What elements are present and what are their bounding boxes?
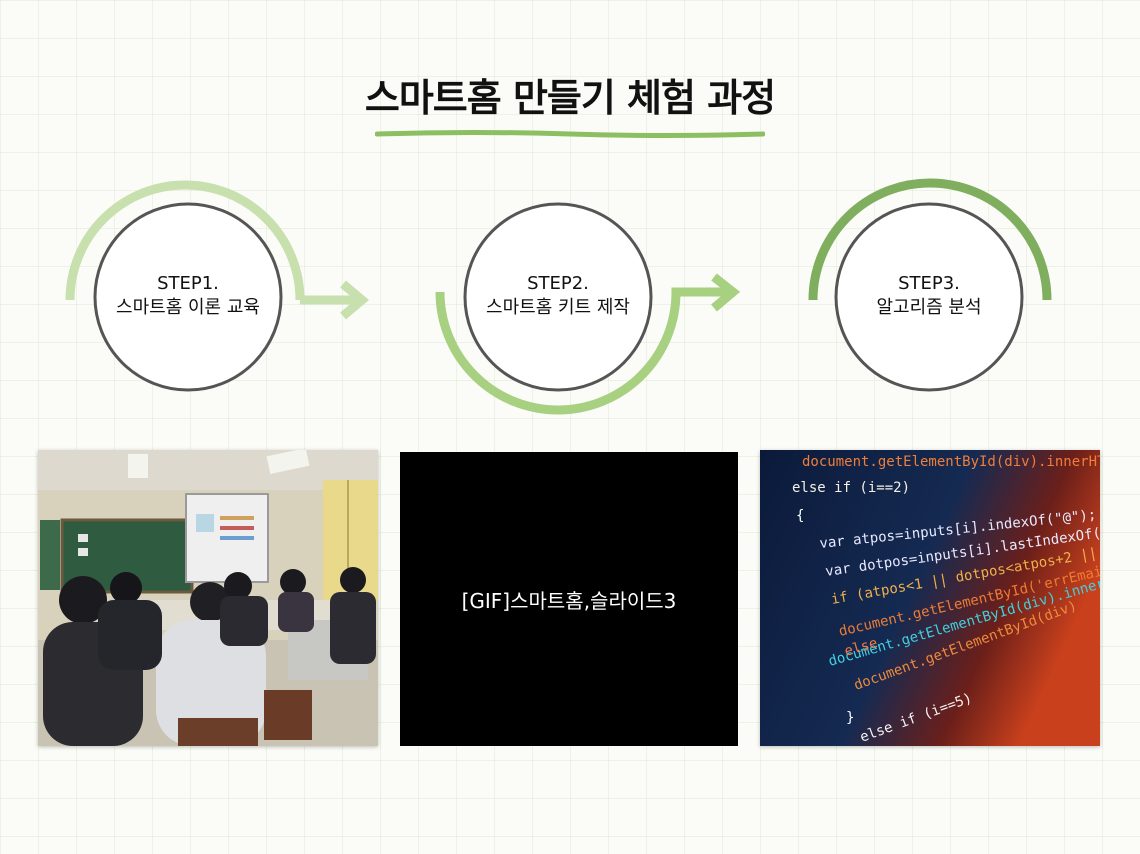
- step2-arrow: [671, 273, 741, 312]
- step2-arc: [435, 291, 681, 415]
- step3-circle: [834, 202, 1024, 392]
- code-line-2: else if (i==2): [792, 480, 910, 496]
- step1-arrow: [300, 280, 369, 320]
- step1-circle: [93, 202, 283, 392]
- step3-label: STEP3.: [898, 273, 960, 294]
- code-line-3: {: [796, 508, 804, 524]
- step1-label: STEP1.: [157, 273, 219, 294]
- step3-name: 알고리즘 분석: [876, 297, 982, 318]
- step3-text: STEP3. 알고리즘 분석: [839, 272, 1019, 320]
- step2-name: 스마트홈 키트 제작: [486, 297, 630, 318]
- step2-circle: [463, 202, 653, 392]
- step2-label: STEP2.: [527, 273, 589, 294]
- code-image: document.getElementById(div).innerHTML e…: [760, 450, 1100, 746]
- step1-arc: [65, 180, 305, 301]
- step1-name: 스마트홈 이론 교육: [116, 297, 260, 318]
- page-title: 스마트홈 만들기 체험 과정: [364, 76, 776, 120]
- gif-placeholder: [GIF]스마트홈,슬라이드3: [400, 452, 738, 746]
- process-flow: [65, 178, 1052, 415]
- step1-text: STEP1. 스마트홈 이론 교육: [98, 272, 278, 320]
- step3-arc: [808, 178, 1052, 301]
- title-underline: [375, 130, 765, 138]
- classroom-photo: [38, 450, 378, 746]
- code-line-11: }: [846, 710, 854, 726]
- step2-text: STEP2. 스마트홈 키트 제작: [468, 272, 648, 320]
- code-line-1: document.getElementById(div).innerHTML: [802, 454, 1100, 470]
